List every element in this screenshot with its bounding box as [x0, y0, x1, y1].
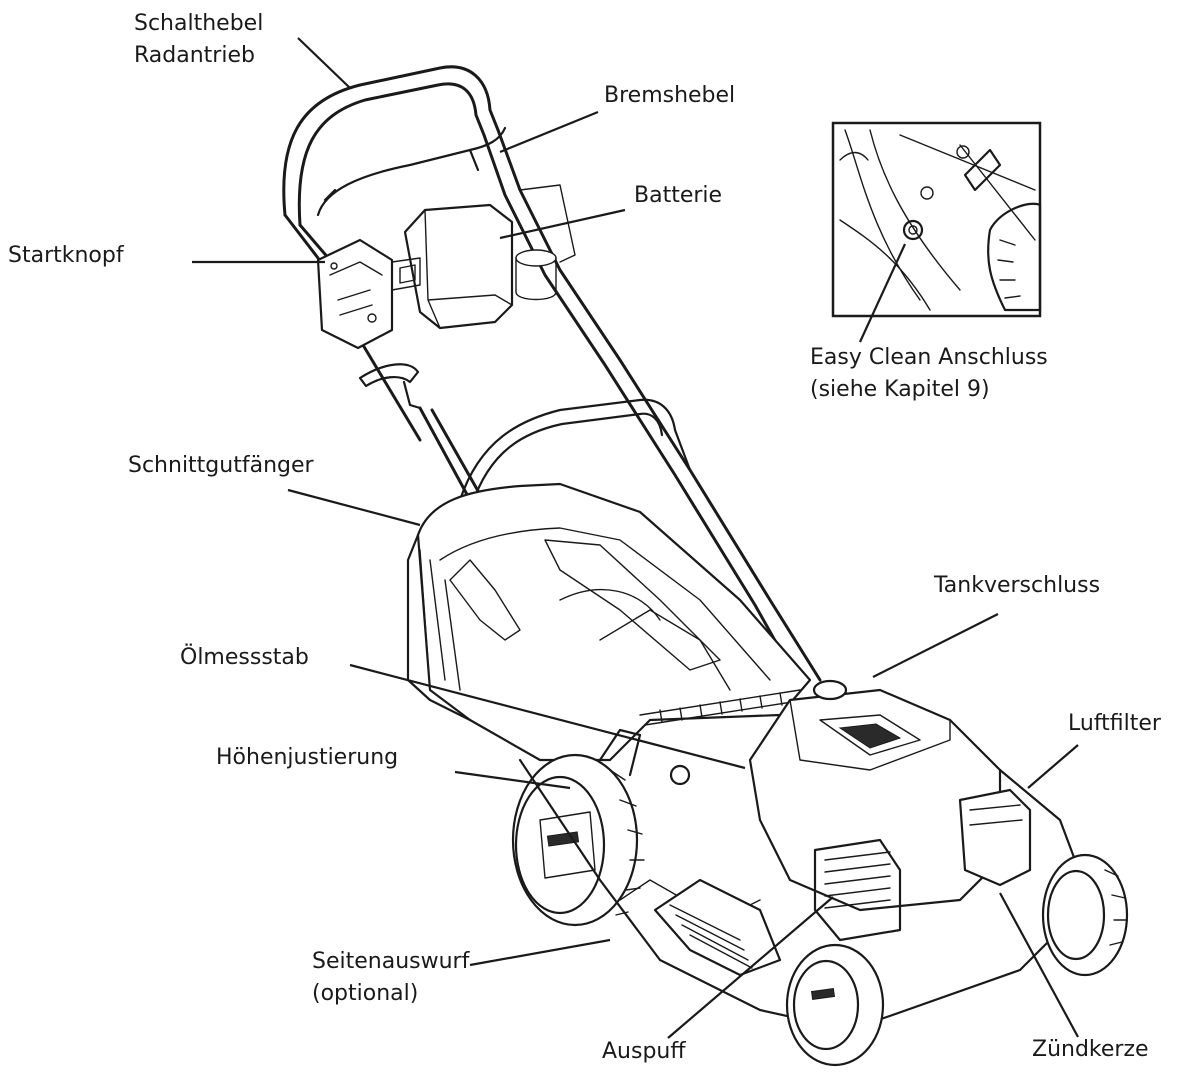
leader-hoehenjustierung — [454, 770, 571, 790]
label-startknopf: Startknopf — [8, 243, 124, 268]
label-batterie: Batterie — [634, 183, 723, 208]
leader-bremshebel — [499, 110, 599, 154]
label-easy-clean-line2: (siehe Kapitel 9) — [810, 377, 990, 402]
label-seitenauswurf-line2: (optional) — [312, 981, 419, 1006]
leader-schalthebel — [297, 37, 351, 89]
label-auspuff: Auspuff — [602, 1039, 686, 1064]
leader-luftfilter — [1027, 744, 1079, 789]
leader-schnittgutfaenger — [287, 488, 421, 527]
easy-clean-detail-icon — [831, 121, 1042, 318]
leader-batterie — [499, 208, 626, 240]
label-bremshebel: Bremshebel — [604, 83, 736, 108]
label-schalthebel-line1: Schalthebel — [134, 11, 264, 36]
label-seitenauswurf: Seitenauswurf (optional) — [312, 946, 469, 1010]
label-tankverschluss: Tankverschluss — [934, 573, 1101, 598]
leader-seitenauswurf — [469, 938, 611, 967]
label-easy-clean-line1: Easy Clean Anschluss — [810, 345, 1048, 370]
label-seitenauswurf-line1: Seitenauswurf — [312, 949, 470, 974]
leader-auspuff — [667, 896, 834, 1039]
label-zuendkerze: Zündkerze — [1032, 1037, 1149, 1062]
label-schalthebel-line2: Radantrieb — [134, 43, 255, 68]
leader-oelmessstab — [349, 663, 746, 770]
lawn-mower-icon — [282, 65, 1129, 1067]
leader-lines — [192, 37, 1079, 1039]
leader-easy-clean — [859, 243, 906, 343]
label-hoehenjustierung: Höhenjustierung — [216, 745, 399, 770]
label-schnittgutfaenger: Schnittgutfänger — [128, 453, 314, 478]
leader-zuendkerze — [999, 892, 1079, 1038]
label-oelmessstab: Ölmessstab — [180, 645, 309, 670]
label-luftfilter: Luftfilter — [1068, 711, 1161, 736]
label-easy-clean: Easy Clean Anschluss (siehe Kapitel 9) — [810, 342, 1048, 406]
leader-tankverschluss — [872, 613, 999, 678]
label-schalthebel-radantrieb: Schalthebel Radantrieb — [134, 8, 263, 72]
